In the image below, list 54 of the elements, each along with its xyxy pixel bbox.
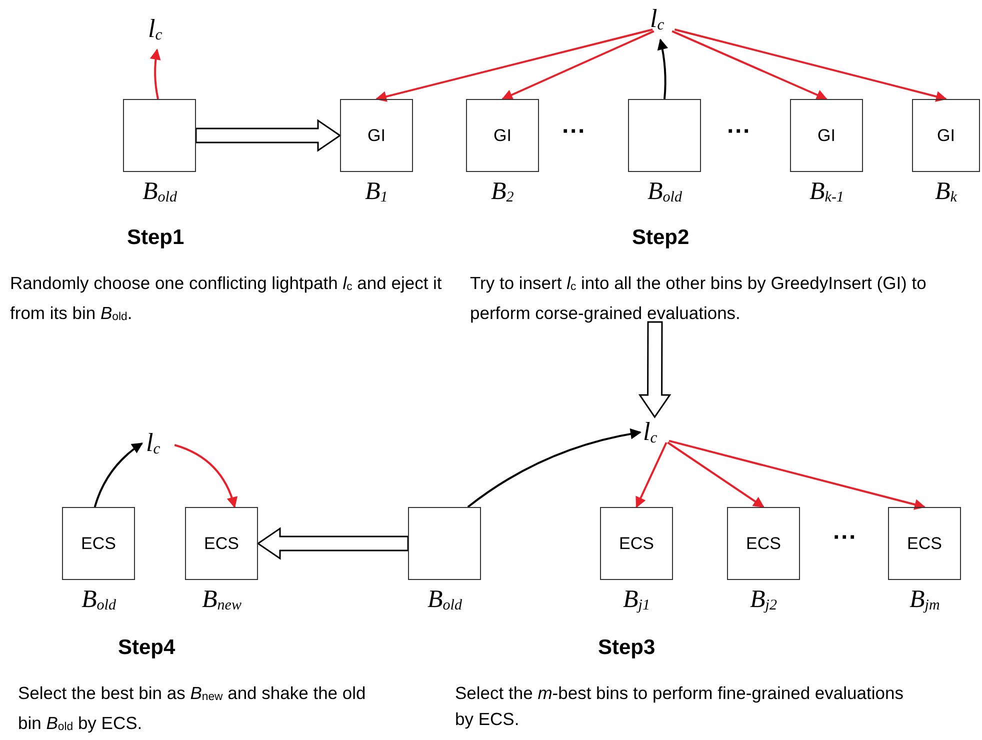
bin-box [408,507,481,580]
block-arrow [256,527,409,560]
bin-label: B$_{2}$ [491,178,514,208]
step-description: Try to insert l$_{c}$ into all the other bins by GreedyInsert (GI) to perform corse-grained evaluations. [470,272,928,326]
ellipsis: ··· [833,524,858,552]
step-heading: Step2 [632,226,690,250]
bin-box: ECS [888,507,961,580]
bin-box: GI [790,99,863,172]
bin-label: B$_{jm}$ [910,586,940,616]
step-heading: Step4 [118,636,176,660]
step-description: Select the m-best bins to perform fine-grained evaluations by ECS. [455,682,904,731]
arrow [502,30,654,100]
bin-label: B$_{old}$ [82,586,116,616]
bin-label: B$_{k-1}$ [810,178,844,208]
bin-label: B$_{j1}$ [623,586,650,616]
lightpath-symbol: l$_{c}$ [146,428,172,462]
bin-label: B$_{j2}$ [750,586,777,616]
bin-label: B$_{new}$ [202,586,242,616]
bin-box [628,99,701,172]
arrow [94,442,143,508]
bin-box: GI [912,99,980,172]
arrow [674,28,948,102]
arrow [174,444,238,508]
lightpath-symbol: l$_{c}$ [643,417,669,451]
arrow [636,442,668,508]
bin-box: GI [466,99,539,172]
bin-label: B$_{1}$ [365,178,388,208]
step-description: Randomly choose one conflicting lightpath l$_{c}$ and eject it from its bin B$_{old}$. [10,272,443,326]
arrow [667,442,764,508]
bin-box: GI [340,99,413,172]
ellipsis: ··· [727,118,752,146]
step-heading: Step3 [598,636,656,660]
ellipsis: ··· [562,118,587,146]
bin-box: ECS [62,507,135,580]
arrow [150,48,161,100]
step-description: Select the best bin as B$_{new}$ and shake the old bin B$_{old}$ by ECS. [18,682,367,736]
bin-box [123,99,196,172]
bin-label: B$_{old}$ [142,178,177,208]
bin-box: ECS [185,507,258,580]
arrow [375,28,653,102]
lightpath-symbol: l$_{c}$ [650,4,676,38]
arrow [668,440,926,510]
arrow [657,38,668,100]
block-arrow [195,119,342,152]
bin-label: B$_{k}$ [935,178,957,208]
block-arrow [638,321,672,418]
arrow [672,30,828,100]
bin-box: ECS [600,507,673,580]
bin-label: B$_{old}$ [428,586,462,616]
step-heading: Step1 [127,226,184,250]
arrow [467,428,642,508]
bin-label: B$_{old}$ [648,178,682,208]
bin-box: ECS [727,507,800,580]
lightpath-symbol: l$_{c}$ [148,14,174,48]
